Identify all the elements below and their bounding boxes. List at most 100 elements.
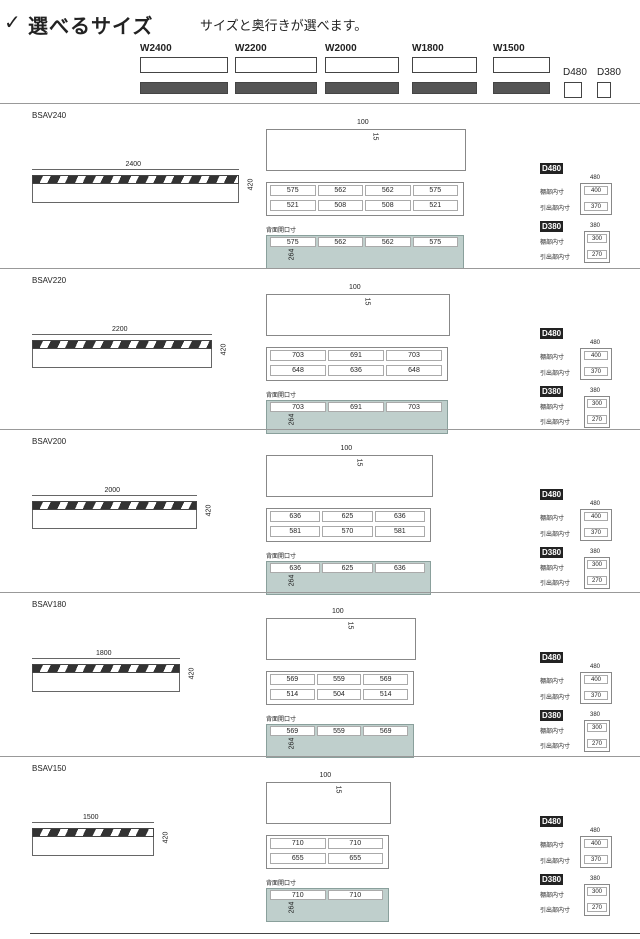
drawer-width-cell: 521 — [412, 200, 458, 211]
bottom-rule — [30, 933, 640, 934]
drawer-label: 引出部内寸 — [540, 744, 571, 750]
depth-380-shelf: 300 — [587, 399, 607, 408]
d480-badge: D480 — [540, 489, 564, 500]
plan-dimension: 15 — [363, 297, 371, 306]
depth-480-drawer: 370 — [584, 528, 608, 537]
width-option-plan — [325, 57, 399, 73]
depth-dimension: 380 — [590, 223, 601, 229]
dimension-line — [32, 658, 180, 659]
height-dimension: 420 — [247, 178, 255, 191]
tv-board-top-stripe — [32, 664, 180, 673]
depth-dimension: 380 — [590, 388, 601, 394]
back-height-dimension: 264 — [288, 413, 296, 426]
width-dimension: 2200 — [112, 326, 128, 333]
drawer-label: 引出部内寸 — [540, 532, 571, 538]
section-divider — [0, 268, 640, 269]
shelf-label: 棚部内寸 — [540, 729, 565, 735]
width-dimension: 2400 — [125, 161, 142, 168]
d380-badge: D380 — [540, 386, 564, 397]
plan-dimension: 15 — [346, 621, 354, 630]
depth-480-shelf: 400 — [584, 186, 608, 195]
depth-dimension: 480 — [590, 828, 601, 834]
depth-380-drawer: 270 — [587, 903, 607, 912]
back-opening-cell: 575 — [412, 237, 458, 247]
drawer-width-cell: 504 — [316, 689, 362, 700]
back-opening-cell: 569 — [363, 726, 408, 736]
back-opening-cell: 703 — [270, 402, 326, 412]
depth-dimension: 480 — [590, 340, 601, 346]
back-opening-cell: 703 — [386, 402, 442, 412]
drawer-width-cell: 655 — [327, 853, 383, 864]
width-option-front — [140, 82, 228, 94]
drawer-label: 引出部内寸 — [540, 371, 571, 377]
section-name: BSAV180 — [32, 600, 67, 609]
plan-dimension: 100 — [357, 119, 369, 126]
depth-480-shelf: 400 — [584, 351, 608, 360]
depth-380-shelf: 300 — [587, 560, 607, 569]
drawer-width-cell: 655 — [270, 853, 326, 864]
section-name: BSAV200 — [32, 437, 67, 446]
depth-480-drawer: 370 — [584, 202, 608, 211]
depth-dimension: 480 — [590, 501, 601, 507]
shelf-width-cell: 691 — [328, 350, 384, 361]
drawer-width-cell: 508 — [365, 200, 411, 211]
height-dimension: 420 — [188, 667, 196, 680]
back-opening-cell: 636 — [374, 563, 425, 573]
shelf-label: 棚部内寸 — [540, 190, 565, 196]
depth-dimension: 480 — [590, 664, 601, 670]
depth-480-shelf: 400 — [584, 512, 608, 521]
d480-badge: D480 — [540, 163, 564, 174]
depth-480-shelf: 400 — [584, 675, 608, 684]
shelf-label: 棚部内寸 — [540, 516, 565, 522]
plan-dimension: 100 — [349, 284, 361, 291]
width-dimension: 2000 — [104, 487, 121, 494]
shelf-width-cell: 559 — [316, 674, 362, 685]
depth-480-drawer: 370 — [584, 367, 608, 376]
back-height-dimension: 264 — [288, 737, 296, 750]
shelf-width-cell: 636 — [270, 511, 321, 522]
width-option-label: W2200 — [235, 43, 267, 54]
shelf-width-cell: 569 — [270, 674, 315, 685]
drawer-label: 引出部内寸 — [540, 695, 571, 701]
width-option-plan — [412, 57, 477, 73]
section-name: BSAV220 — [32, 276, 67, 285]
back-opening-cell: 559 — [316, 726, 362, 736]
back-height-dimension: 264 — [288, 901, 296, 914]
d380-badge: D380 — [540, 221, 564, 232]
back-height-dimension: 264 — [288, 574, 296, 587]
drawer-label: 引出部内寸 — [540, 420, 571, 426]
drawer-width-cell: 648 — [386, 365, 442, 376]
tv-board-top-stripe — [32, 828, 154, 837]
shelf-width-cell: 562 — [317, 185, 363, 196]
shelf-width-cell: 575 — [270, 185, 316, 196]
width-dimension: 1800 — [96, 650, 112, 657]
width-option-front — [235, 82, 317, 94]
back-opening-label: 背面開口寸 — [266, 717, 297, 723]
depth-option-label: D380 — [597, 67, 621, 78]
back-opening-cell: 562 — [317, 237, 363, 247]
back-opening-label: 背面開口寸 — [266, 228, 297, 234]
d380-badge: D380 — [540, 710, 564, 721]
shelf-width-cell: 575 — [412, 185, 458, 196]
drawer-width-cell: 514 — [270, 689, 315, 700]
plan-dimension: 15 — [333, 785, 341, 794]
shelf-label: 棚部内寸 — [540, 893, 565, 899]
drawer-width-cell: 514 — [363, 689, 408, 700]
back-opening-cell: 710 — [327, 890, 383, 900]
tv-board-top-stripe — [32, 501, 197, 510]
shelf-label: 棚部内寸 — [540, 679, 565, 685]
width-dimension: 1500 — [83, 814, 99, 821]
plan-dimension: 15 — [371, 132, 379, 141]
depth-option-label: D480 — [563, 67, 587, 78]
plan-dimension: 15 — [354, 458, 362, 467]
shelf-label: 棚部内寸 — [540, 843, 565, 849]
shelf-label: 棚部内寸 — [540, 566, 565, 572]
tv-board-top-stripe — [32, 175, 239, 184]
shelf-width-cell: 703 — [386, 350, 442, 361]
back-height-dimension: 264 — [288, 248, 296, 261]
depth-dimension: 380 — [590, 549, 601, 555]
plan-dimension: 100 — [332, 608, 344, 615]
width-option-plan — [235, 57, 317, 73]
tv-board-top-stripe — [32, 340, 212, 349]
height-dimension: 420 — [220, 343, 228, 356]
